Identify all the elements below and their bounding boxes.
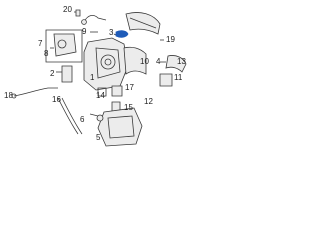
pipe-13 <box>165 55 187 73</box>
parts-diagram: 20 9 3 19 7 8 2 1 10 4 18 13 11 17 15 14… <box>0 0 200 147</box>
leader-6 <box>89 113 99 117</box>
callout-17: 17 <box>125 83 134 92</box>
callout-8: 8 <box>44 49 49 58</box>
callout-1: 1 <box>90 73 95 82</box>
callout-7: 7 <box>38 39 43 48</box>
bracket-box-7 <box>45 29 83 63</box>
part-14-gasket <box>97 87 107 97</box>
callout-16: 16 <box>52 95 61 104</box>
valve-body-8 <box>53 33 77 57</box>
callout-19: 19 <box>166 35 175 44</box>
hose-9-clamp <box>81 19 87 25</box>
callout-9: 9 <box>82 27 87 36</box>
wire-18 <box>13 87 58 97</box>
pipe-10 <box>123 46 147 75</box>
callout-18: 18 <box>4 91 13 100</box>
callout-12: 12 <box>144 97 153 106</box>
callout-4: 4 <box>156 57 161 66</box>
callout-11: 11 <box>174 73 183 82</box>
wire-18-end <box>11 93 17 99</box>
turbo-inlet-core <box>104 58 112 66</box>
hose-9 <box>83 14 107 23</box>
sensor-20 <box>75 9 81 17</box>
highlighted-part-3 <box>115 30 129 38</box>
callout-15: 15 <box>124 103 133 112</box>
turbo-inlet <box>100 54 116 70</box>
callout-6: 6 <box>80 115 85 124</box>
turbo-housing-detail <box>95 47 121 79</box>
callout-3: 3 <box>109 28 114 37</box>
hose-16-edge <box>57 97 79 135</box>
pipe-19-rib <box>129 17 157 29</box>
part-5-housing <box>97 107 143 147</box>
callout-5: 5 <box>96 133 101 142</box>
hose-16 <box>61 97 83 135</box>
callout-20: 20 <box>63 5 72 14</box>
part-17 <box>111 85 123 97</box>
callout-13: 13 <box>177 57 186 66</box>
callout-2: 2 <box>50 69 55 78</box>
sensor-2 <box>61 65 73 83</box>
valve-port <box>57 39 67 49</box>
callout-14: 14 <box>96 91 105 100</box>
exploded-view-drawing <box>11 9 187 147</box>
callout-10: 10 <box>140 57 149 66</box>
part-11 <box>159 73 173 87</box>
part-5-detail <box>107 115 135 139</box>
part-6 <box>96 114 104 122</box>
